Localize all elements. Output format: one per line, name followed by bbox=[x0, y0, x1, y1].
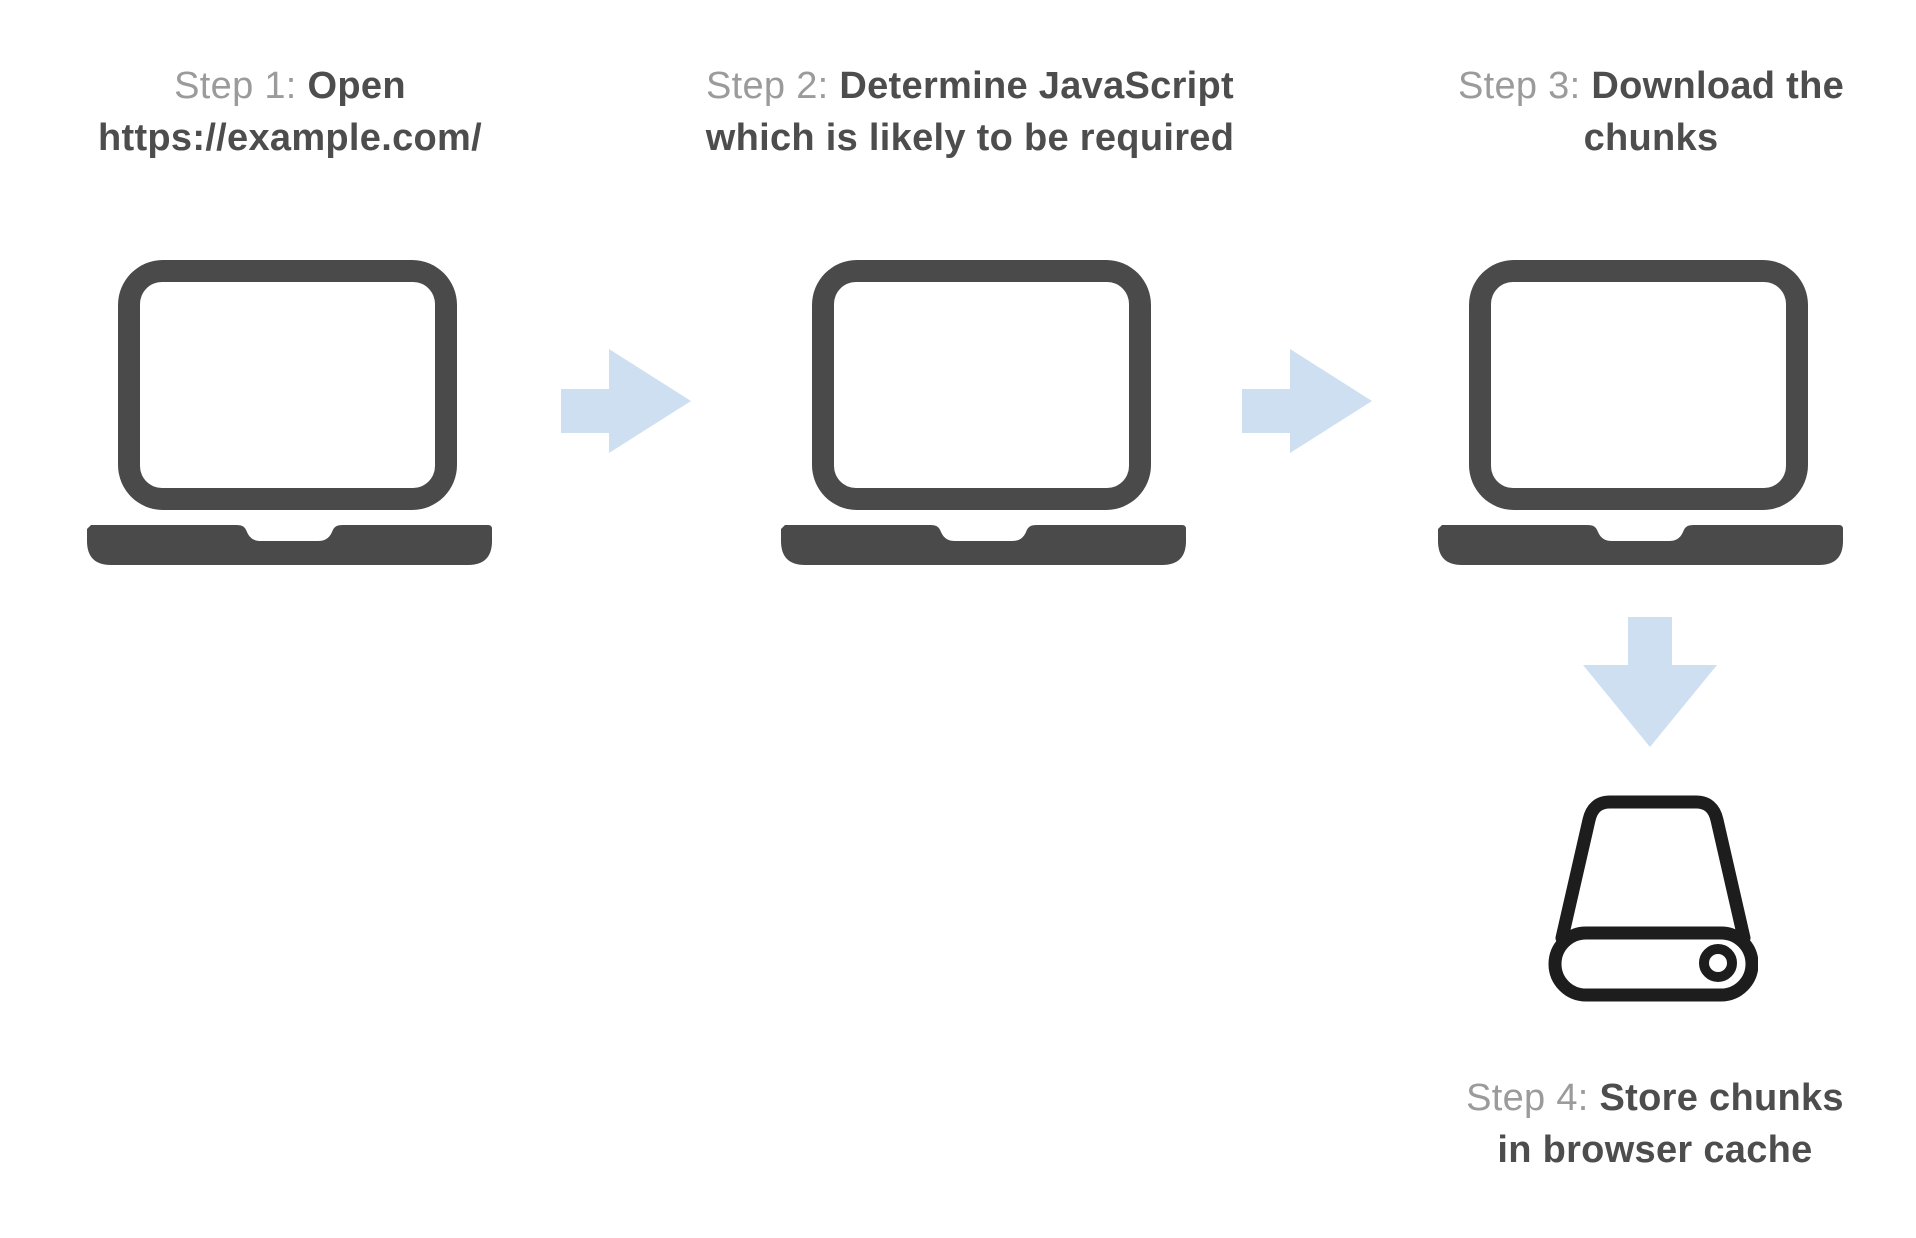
step-2-title: Determine JavaScript bbox=[839, 65, 1235, 107]
step-3-caption-line1: Step 3: Download the bbox=[1396, 60, 1906, 112]
laptop-icon bbox=[87, 260, 492, 565]
step-1-caption-line1: Step 1: Open bbox=[40, 60, 540, 112]
step-4-caption-line2: in browser cache bbox=[1497, 1129, 1813, 1171]
step-4-prefix: Step 4: bbox=[1466, 1077, 1589, 1119]
step-1-prefix: Step 1: bbox=[174, 65, 297, 107]
step-4-title: Store chunks bbox=[1599, 1077, 1844, 1119]
step-2-caption: Step 2: Determine JavaScript which is li… bbox=[660, 60, 1280, 164]
step-3-prefix: Step 3: bbox=[1457, 65, 1581, 107]
step-4-caption: Step 4: Store chunks in browser cache bbox=[1400, 1072, 1910, 1176]
step-3-caption: Step 3: Download the chunks bbox=[1396, 60, 1906, 164]
step-2-caption-line1: Step 2: Determine JavaScript bbox=[660, 60, 1280, 112]
right-arrow-icon bbox=[561, 349, 691, 453]
laptop-icon bbox=[781, 260, 1186, 565]
step-3-title: Download the bbox=[1591, 65, 1845, 107]
step-1-title: Open bbox=[307, 65, 406, 107]
step-2-caption-line2: which is likely to be required bbox=[705, 117, 1235, 159]
right-arrow-icon bbox=[1242, 349, 1372, 453]
step-1-caption: Step 1: Open https://example.com/ bbox=[40, 60, 540, 164]
step-2-prefix: Step 2: bbox=[705, 65, 829, 107]
down-arrow-icon bbox=[1583, 617, 1717, 747]
step-3-caption-line2: chunks bbox=[1583, 117, 1719, 159]
step-1-caption-line2: https://example.com/ bbox=[98, 117, 482, 159]
hard-drive-icon bbox=[1548, 792, 1758, 1002]
step-4-caption-line1: Step 4: Store chunks bbox=[1400, 1072, 1910, 1124]
laptop-icon bbox=[1438, 260, 1843, 565]
